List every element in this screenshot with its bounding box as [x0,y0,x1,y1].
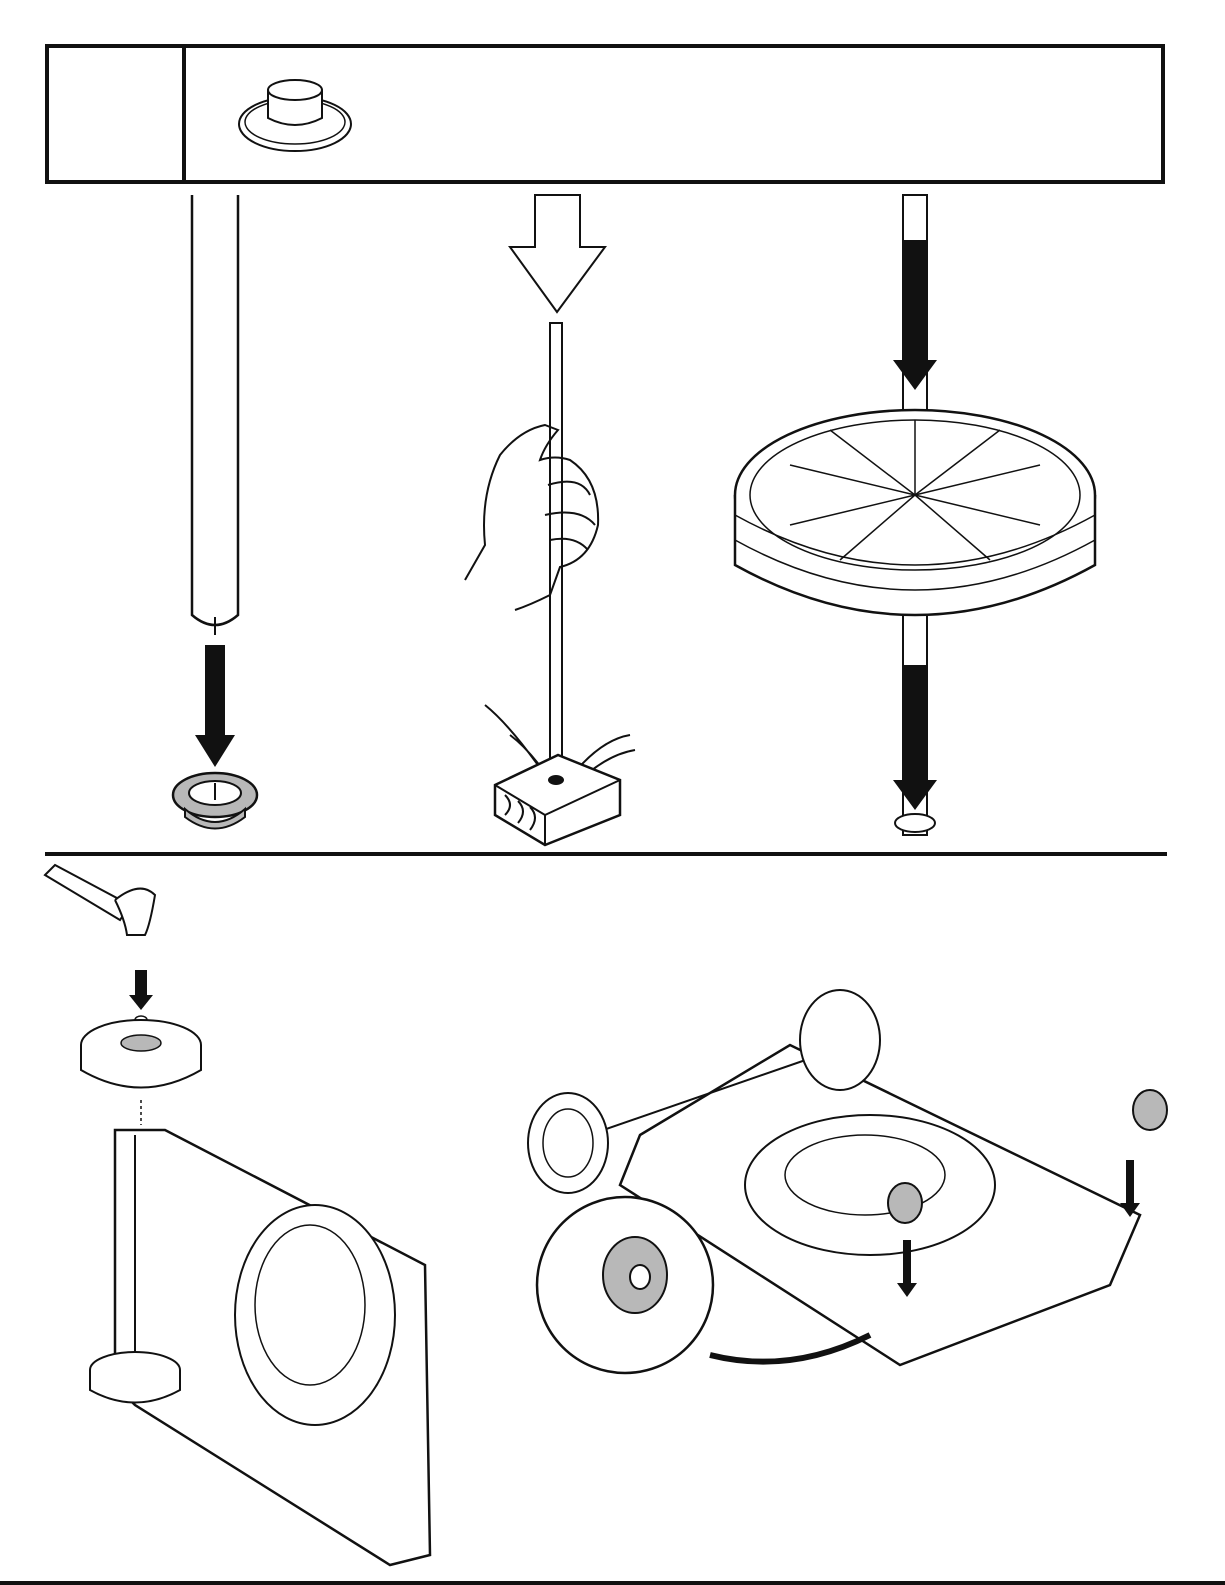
section-separator [45,852,1167,856]
wheel-on-axle-icon [730,195,1110,845]
hand-hammer-axle-wood-icon [450,195,650,850]
parts-box [45,44,1165,184]
hammer-wheel-deck-icon [45,865,445,1570]
page-bottom-rule [0,1581,1225,1585]
push-cap-nut-icon [230,70,370,160]
parts-box-divider [182,44,186,184]
deck-rear-wheel-install-icon [520,985,1180,1385]
axle-into-cap-nut-icon [160,195,290,845]
